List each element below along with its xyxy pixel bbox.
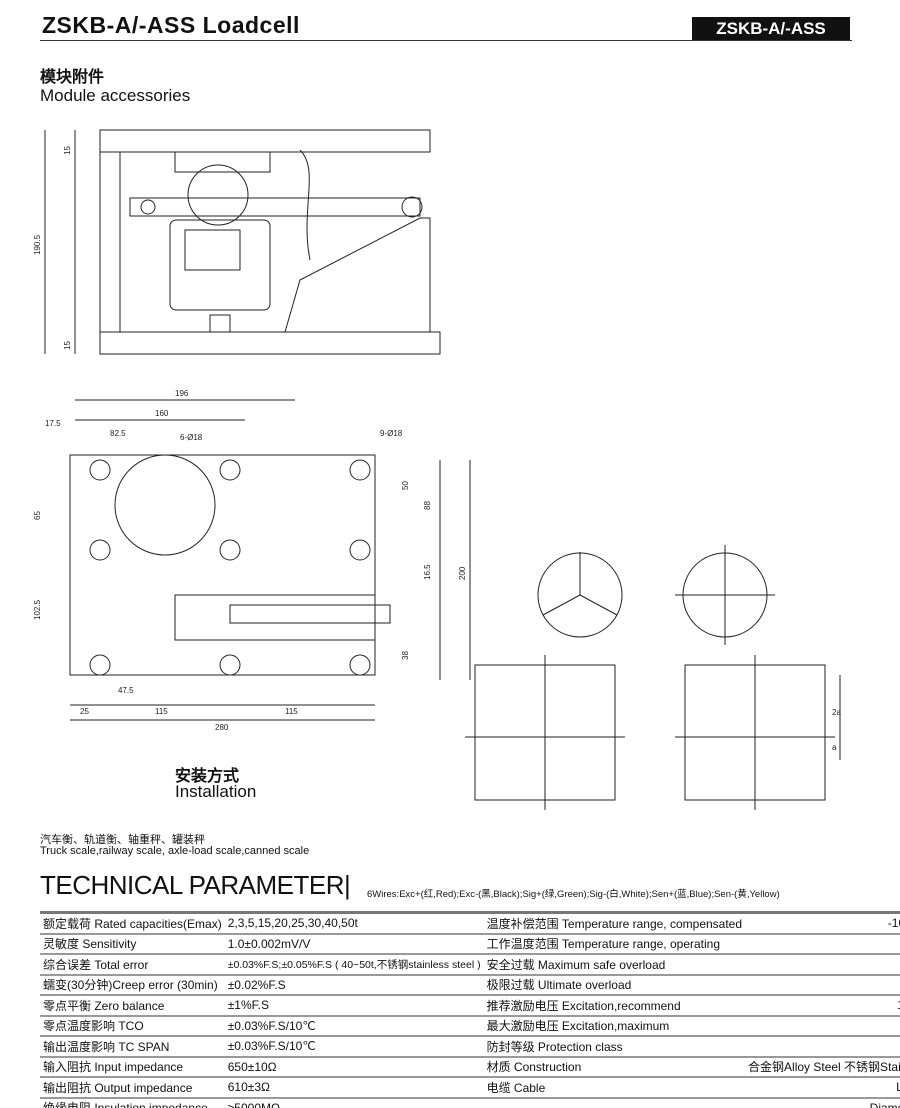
accessories-title-en: Module accessories [40,86,191,105]
table-row: 绝缘电阻 Insulation impedance≥5000MΩ Diameter… [40,1097,900,1108]
technical-parameter-title: TECHNICAL PARAMETER| [40,870,351,900]
param-name: 零点平衡 Zero balance [40,995,225,1017]
installation-title-en: Installation [175,782,257,801]
table-row: 额定载荷 Rated capacities(Emax)2,3,5,15,20,2… [40,911,900,935]
dim-label: 65 [33,511,42,520]
param-value: 合金钢Alloy Steel 不锈钢Stainless Steel [745,1056,900,1078]
param-name: 蠕变(30分钟)Creep error (30min) [40,974,225,996]
dim-label: 15 [63,146,72,155]
param-name: 材质 Construction [483,1056,746,1078]
model-tag: ZSKB-A/-ASS [692,17,850,41]
param-value: Diameter: φ6mm [745,1097,900,1108]
param-name: 灵敏度 Sensitivity [40,933,225,955]
param-name: 综合误差 Total error [40,954,225,976]
dim-label: 115 [155,707,168,716]
dim-label: 17.5 [45,419,61,428]
module-side-view-drawing: 15 190.5 15 [33,129,441,355]
dim-label: 50 [401,481,410,490]
dim-label: a [832,743,837,752]
dim-label: 190.5 [33,234,42,255]
param-value: 650±10Ω [224,1056,484,1078]
page-title: ZSKB-A/-ASS Loadcell [42,12,300,38]
header-divider [40,40,852,41]
applications-zh: 汽车衡、轨道衡、轴重秤、罐装秤 [40,834,205,846]
dim-label: 38 [401,651,410,660]
dim-label: 47.5 [118,686,134,695]
param-value: 250%F.S [745,974,900,996]
param-value: -30~+70℃ [745,933,900,955]
param-name: 极限过载 Ultimate overload [483,974,746,996]
param-name: 防封等级 Protection class [483,1036,746,1058]
param-value: 15V DC [745,1015,900,1037]
param-name: 输出阻抗 Output impedance [40,1077,225,1099]
dim-label: 196 [175,389,189,398]
param-name: 温度补偿范围 Temperature range, compensated [483,911,746,935]
dim-label: 160 [155,409,169,418]
param-value: ≥5000MΩ [224,1097,484,1108]
param-value: ±0.02%F.S [224,974,484,996]
param-value: ±0.03%F.S/10℃ [224,1036,484,1058]
installation-title-zh: 安装方式 [175,768,240,785]
dim-label: 6-Ø18 [180,433,203,442]
param-name: 电缆 Cable [483,1077,746,1099]
param-value: Length:14m [745,1077,900,1099]
param-name: 零点温度影响 TCO [40,1015,225,1037]
dim-label: 88 [423,501,432,510]
applications-en: Truck scale,railway scale, axle-load sca… [40,845,310,857]
param-name: 工作温度范围 Temperature range, operating [483,933,746,955]
param-name: 绝缘电阻 Insulation impedance [40,1097,225,1108]
param-name: 额定载荷 Rated capacities(Emax) [40,911,225,935]
param-name: 输入阻抗 Input impedance [40,1056,225,1078]
table-row: 综合误差 Total error±0.03%F.S;±0.05%F.S ( 40… [40,954,900,976]
param-value: 1.0±0.002mV/V [224,933,484,955]
param-name [483,1097,746,1108]
param-value: IP68 [745,1036,900,1058]
param-value: ±0.03%F.S/10℃ [224,1015,484,1037]
param-name: 输出温度影响 TC SPAN [40,1036,225,1058]
dim-label: 25 [80,707,89,716]
wire-color-legend: 6Wires:Exc+(红,Red);Exc-(黑,Black);Sig+(绿,… [367,889,780,900]
param-value: 10~12V DC [745,995,900,1017]
dim-label: 82.5 [110,429,126,438]
param-value: -10℃~+40℃ [745,911,900,935]
dim-label: 200 [458,566,467,580]
module-top-view-drawing: 196 160 17.5 82.5 6-Ø18 9-Ø18 65 102.5 5… [33,389,471,730]
param-name: 推荐激励电压 Excitation,recommend [483,995,746,1017]
installation-layout-drawings: 2a a [465,545,841,810]
param-value: ±0.03%F.S;±0.05%F.S ( 40~50t,不锈钢stainles… [224,954,484,976]
param-name: 最大激励电压 Excitation,maximum [483,1015,746,1037]
dim-label: 15 [63,341,72,350]
param-value: ±1%F.S [224,995,484,1017]
param-value: 150%F.S [745,954,900,976]
dim-label: 102.5 [33,599,42,620]
dim-label: 115 [285,707,298,716]
param-value: 2,3,5,15,20,25,30,40,50t [224,911,484,935]
param-name: 安全过载 Maximum safe overload [483,954,746,976]
dim-label: 9-Ø18 [380,429,403,438]
dim-label: 280 [215,723,229,730]
dim-label: 16.5 [423,564,432,580]
dim-label: 2a [832,708,841,717]
technical-parameter-table: 额定载荷 Rated capacities(Emax)2,3,5,15,20,2… [40,911,900,1108]
param-value: 610±3Ω [224,1077,484,1099]
accessories-title-zh: 模块附件 [40,69,105,86]
